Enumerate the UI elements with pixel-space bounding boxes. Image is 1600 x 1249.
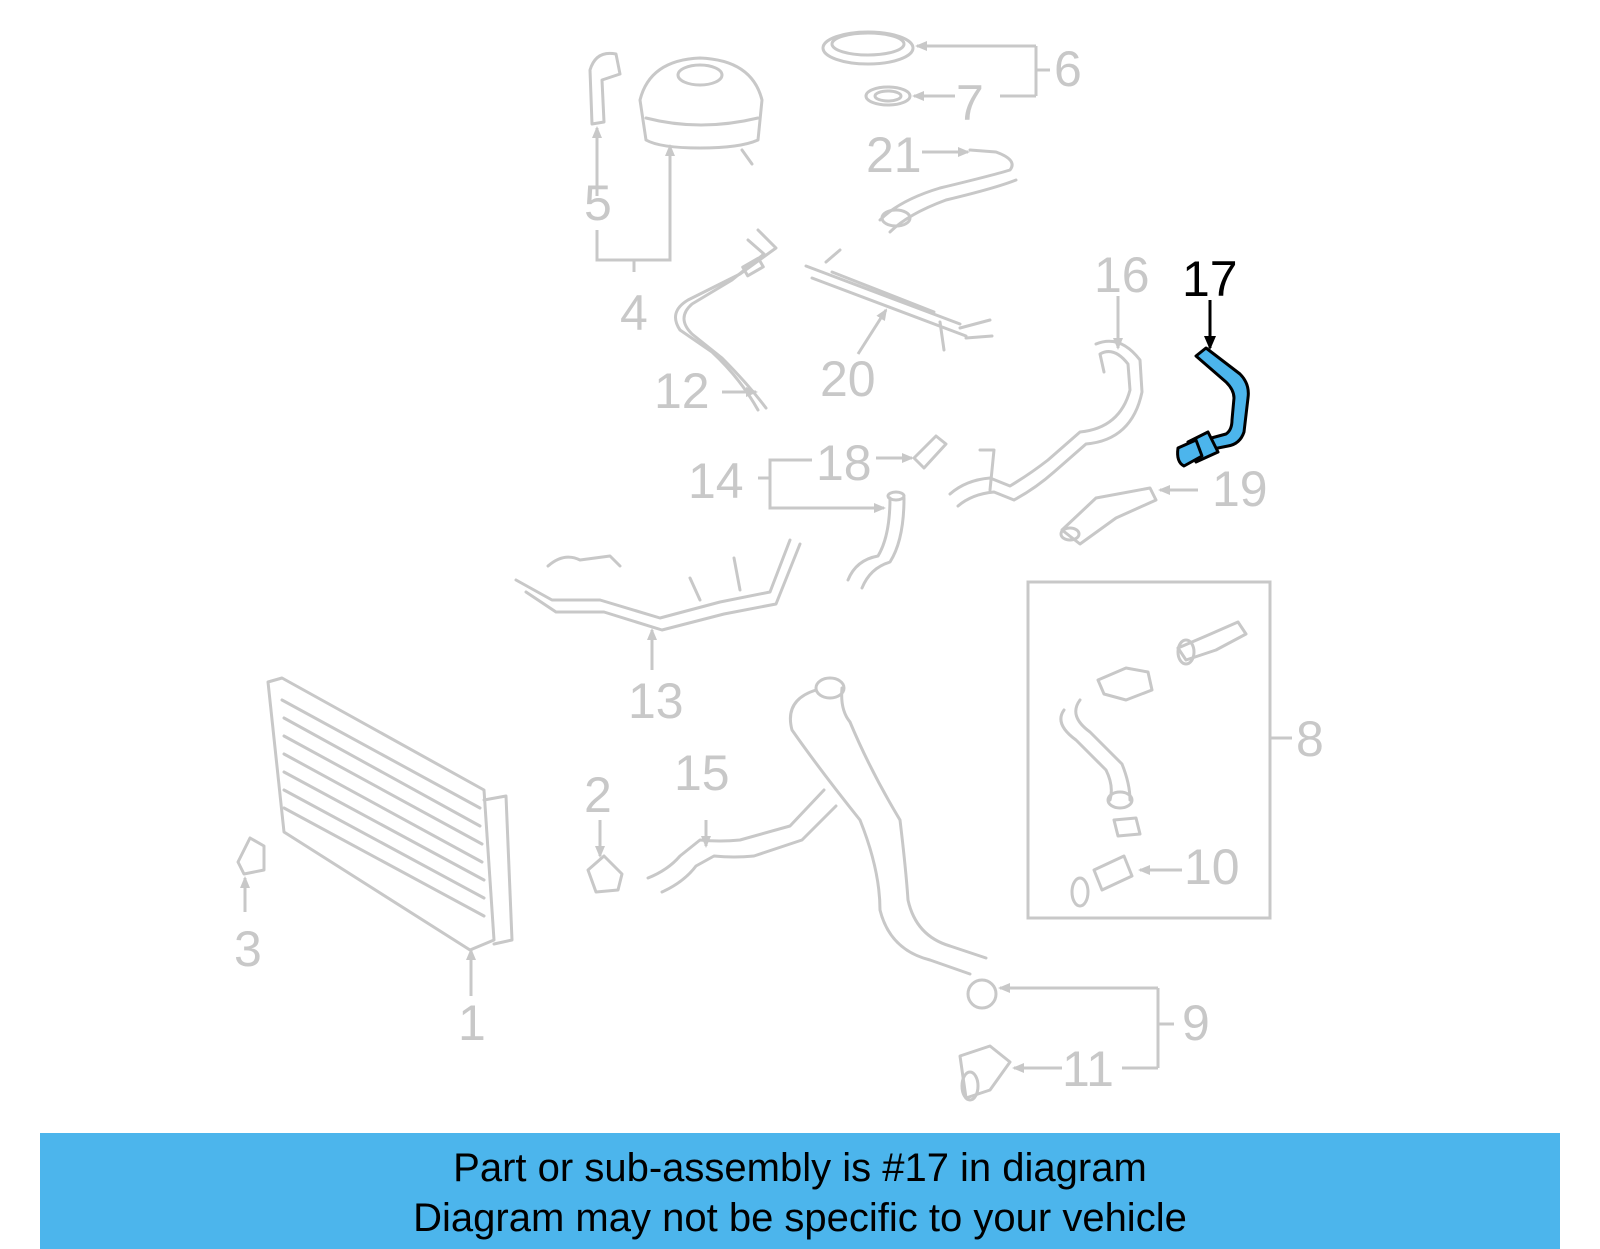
callout-11: 11 (1062, 1041, 1114, 1097)
part-7-seal (864, 85, 912, 107)
callout-10: 10 (1184, 839, 1240, 895)
part-5-bracket (588, 51, 622, 126)
part-21-hose (878, 148, 1018, 234)
callout-8: 8 (1296, 711, 1324, 767)
callout-16: 16 (1094, 247, 1150, 303)
callout-3: 3 (234, 921, 262, 977)
callout-21: 21 (866, 127, 922, 183)
part-4-reservoir (638, 56, 764, 166)
part-19-flange (1059, 486, 1158, 546)
part-8-components (1059, 620, 1248, 908)
part-20-pipe (804, 248, 994, 352)
callout-4: 4 (620, 285, 648, 341)
banner-line-2: Diagram may not be specific to your vehi… (413, 1196, 1187, 1240)
callout-2: 2 (584, 767, 612, 823)
part-9-hose (789, 676, 998, 1010)
part-15-hose (646, 788, 838, 894)
callout-1: 1 (458, 995, 486, 1051)
part-1-radiator (266, 676, 514, 952)
part-14-hose (846, 490, 906, 590)
part-8-subassembly-box (1026, 580, 1272, 920)
callout-18: 18 (816, 435, 872, 491)
part-17-hose-highlighted (1176, 346, 1250, 468)
info-banner: Part or sub-assembly is #17 in diagram D… (40, 1133, 1560, 1249)
callout-14: 14 (688, 453, 744, 509)
callout-12: 12 (654, 363, 710, 419)
callout-6: 6 (1054, 41, 1082, 97)
part-3-bracket (236, 836, 266, 876)
callout-7: 7 (956, 75, 984, 131)
callout-9: 9 (1182, 995, 1210, 1051)
callout-19: 19 (1212, 461, 1268, 517)
part-18-fitting (912, 434, 948, 470)
callout-15: 15 (674, 745, 730, 801)
banner-line-1: Part or sub-assembly is #17 in diagram (453, 1146, 1147, 1190)
callout-20: 20 (820, 351, 876, 407)
part-13-pipe (514, 538, 802, 632)
callout-5: 5 (584, 175, 612, 231)
callout-13: 13 (628, 673, 684, 729)
part-16-hose (948, 339, 1144, 508)
part-2-bracket (586, 854, 624, 894)
part-6-cap (821, 30, 915, 66)
callout-17: 17 (1182, 251, 1238, 307)
part-11-fitting (958, 1044, 1012, 1102)
